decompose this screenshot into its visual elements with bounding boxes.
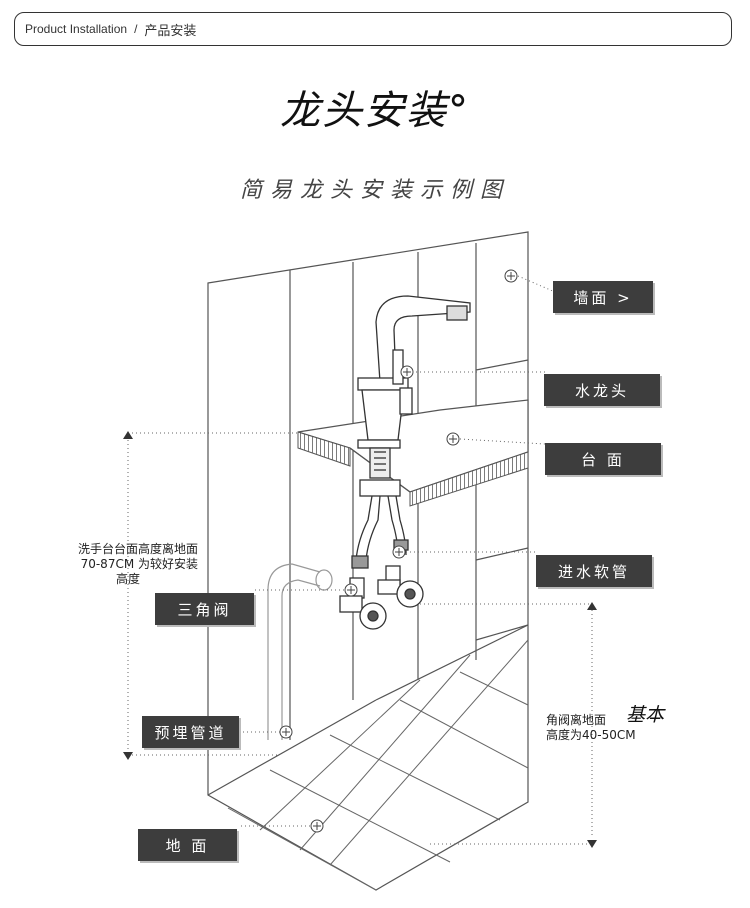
angle-valve-shape — [339, 565, 424, 630]
breadcrumb-separator: / — [134, 22, 138, 36]
label-countertop: 台 面 — [545, 443, 661, 475]
breadcrumb-en: Product Installation — [25, 22, 128, 36]
label-faucet: 水龙头 — [544, 374, 660, 406]
height-arrows — [123, 431, 597, 848]
inlet-hose-shape — [351, 495, 409, 569]
basin-height-line2: 70-87CM 为较好安装 — [80, 557, 198, 571]
page-title: 龙头安装° — [280, 88, 470, 134]
basin-height-line3: 高度 — [115, 572, 140, 586]
floor-tiles — [227, 639, 529, 891]
target-markers — [279, 269, 518, 833]
label-wall: 墙面 > — [553, 281, 653, 313]
label-floor: 地 面 — [138, 829, 237, 861]
leader-lines — [127, 275, 593, 845]
label-inlet-hose: 进水软管 — [536, 555, 652, 587]
breadcrumb-zh: 产品安装 — [144, 23, 197, 39]
valve-height-note: 角阀离地面 高度为40-50CM — [546, 713, 696, 743]
basin-height-note: 洗手台台面高度离地面 70-87CM 为较好安装 高度 — [20, 542, 198, 587]
page-subtitle: 简易龙头安装示例图 — [239, 178, 510, 203]
wall-outline — [207, 231, 529, 891]
faucet-shape — [357, 295, 471, 497]
valve-height-line2: 高度为40-50CM — [546, 728, 636, 742]
label-embedded-pipe: 预埋管道 — [142, 716, 239, 748]
label-angle-valve: 三角阀 — [155, 593, 254, 625]
breadcrumb: Product Installation / 产品安装 — [14, 12, 732, 46]
countertop-shape — [297, 399, 529, 507]
valve-height-line1: 角阀离地面 — [546, 713, 607, 727]
basin-height-line1: 洗手台台面高度离地面 — [77, 542, 198, 556]
valve-height-handwriting: 基本 — [626, 704, 665, 726]
